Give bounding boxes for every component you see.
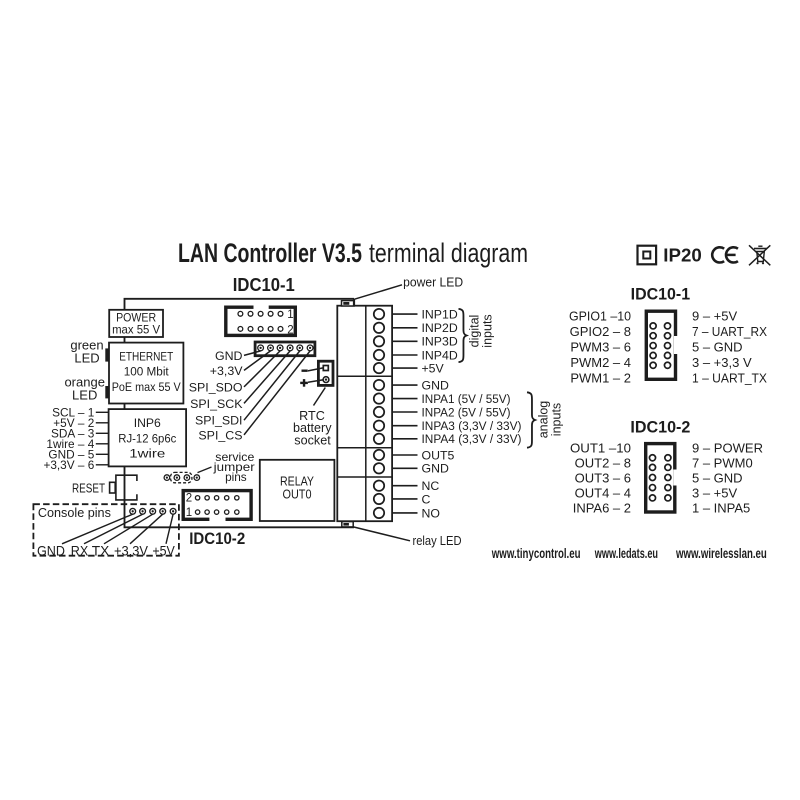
svg-text:SPI_SDO: SPI_SDO	[189, 380, 243, 394]
svg-text:IDC10-1: IDC10-1	[233, 274, 295, 295]
svg-text:1wire: 1wire	[129, 446, 165, 460]
svg-text:+3,3V: +3,3V	[210, 364, 243, 378]
svg-text:INPA4 (3,3V / 33V): INPA4 (3,3V / 33V)	[422, 432, 522, 446]
svg-text:1wire – 4: 1wire – 4	[46, 437, 94, 451]
svg-text:digital: digital	[468, 315, 482, 348]
svg-text:OUT4 – 4: OUT4 – 4	[575, 485, 631, 500]
svg-text:GND – 5: GND – 5	[48, 447, 94, 461]
svg-text:RX: RX	[71, 542, 89, 558]
svg-text:IDC10-2: IDC10-2	[189, 529, 245, 548]
svg-text:1 – UART_TX: 1 – UART_TX	[692, 371, 767, 386]
svg-text:SDA – 3: SDA – 3	[51, 426, 95, 440]
svg-text:C: C	[422, 492, 431, 506]
svg-text:POWER: POWER	[116, 311, 156, 325]
svg-text:3 – +3,3 V: 3 – +3,3 V	[692, 355, 752, 370]
svg-text:LED: LED	[72, 387, 97, 402]
svg-text:+3,3V – 6: +3,3V – 6	[43, 458, 94, 472]
svg-text:9 – +5V: 9 – +5V	[692, 309, 738, 324]
svg-text:inputs: inputs	[550, 403, 564, 436]
svg-text:GND: GND	[37, 542, 65, 558]
svg-text:LED: LED	[74, 351, 99, 366]
svg-text:RELAY: RELAY	[280, 474, 314, 488]
svg-text:INPA3 (3,3V / 33V): INPA3 (3,3V / 33V)	[422, 419, 522, 433]
svg-text:PWM1 – 2: PWM1 – 2	[570, 371, 631, 386]
svg-text:PoE max 55 V: PoE max 55 V	[112, 380, 182, 394]
svg-text:www.tinycontrol.eu: www.tinycontrol.eu	[491, 545, 580, 561]
svg-text:jumper: jumper	[213, 460, 255, 474]
svg-text:terminal diagram: terminal diagram	[369, 238, 528, 268]
svg-text:GPIO1 –10: GPIO1 –10	[569, 309, 631, 324]
svg-text:2: 2	[186, 493, 192, 505]
svg-text:www.wirelesslan.eu: www.wirelesslan.eu	[675, 545, 766, 561]
svg-text:Console pins: Console pins	[38, 505, 111, 520]
svg-text:green: green	[70, 337, 103, 352]
svg-text:INP1D: INP1D	[422, 308, 458, 322]
svg-text:+5V – 2: +5V – 2	[53, 416, 94, 430]
svg-text:7 – PWM0: 7 – PWM0	[692, 456, 753, 471]
svg-text:INPA6 – 2: INPA6 – 2	[573, 500, 631, 515]
svg-text:SPI_SCK: SPI_SCK	[190, 397, 243, 411]
svg-text:OUT0: OUT0	[283, 487, 312, 501]
svg-text:RJ-12 6p6c: RJ-12 6p6c	[118, 432, 176, 446]
svg-text:PWM2 – 4: PWM2 – 4	[570, 355, 631, 370]
svg-text:INP4D: INP4D	[422, 348, 458, 362]
svg-text:orange: orange	[64, 375, 104, 390]
svg-text:1: 1	[287, 309, 293, 321]
svg-text:pins: pins	[225, 470, 247, 484]
svg-text:GND: GND	[422, 379, 449, 393]
svg-text:ETHERNET: ETHERNET	[119, 349, 173, 363]
svg-text:RTC: RTC	[299, 409, 325, 423]
svg-text:IDC10-1: IDC10-1	[631, 284, 691, 303]
svg-text:+5V: +5V	[422, 362, 445, 376]
svg-text:LAN Controller V3.5: LAN Controller V3.5	[178, 238, 362, 268]
svg-text:INPA2 (5V / 55V): INPA2 (5V / 55V)	[422, 405, 511, 419]
svg-text:inputs: inputs	[481, 314, 495, 347]
svg-text:RESET: RESET	[72, 481, 105, 496]
svg-text:SPI_CS: SPI_CS	[198, 428, 242, 442]
svg-text:INP2D: INP2D	[422, 321, 458, 335]
svg-text:GND: GND	[215, 349, 243, 363]
svg-text:NC: NC	[422, 479, 440, 493]
svg-text:3 – +5V: 3 – +5V	[692, 485, 738, 500]
svg-text:INP3D: INP3D	[422, 335, 458, 349]
svg-text:9 – POWER: 9 – POWER	[692, 441, 763, 456]
svg-text:IDC10-2: IDC10-2	[630, 417, 690, 436]
svg-text:5 – GND: 5 – GND	[692, 471, 743, 486]
svg-text:GND: GND	[422, 462, 449, 476]
svg-text:OUT3 – 6: OUT3 – 6	[575, 471, 631, 486]
svg-text:analog: analog	[537, 401, 551, 439]
svg-text:GPIO2 – 8: GPIO2 – 8	[570, 324, 631, 339]
svg-text:TX: TX	[92, 542, 110, 558]
svg-text:OUT5: OUT5	[422, 448, 455, 462]
svg-text:INP6: INP6	[134, 416, 161, 430]
svg-text:7 – UART_RX: 7 – UART_RX	[692, 324, 767, 339]
svg-text:5 – GND: 5 – GND	[692, 340, 743, 355]
svg-text:socket: socket	[294, 433, 331, 447]
svg-text:battery: battery	[293, 421, 332, 435]
svg-text:SPI_SDI: SPI_SDI	[195, 414, 243, 428]
svg-text:+3,3V: +3,3V	[114, 542, 149, 558]
svg-text:SCL – 1: SCL – 1	[52, 405, 94, 419]
svg-text:INPA1 (5V / 55V): INPA1 (5V / 55V)	[422, 392, 511, 406]
svg-text:OUT1 –10: OUT1 –10	[570, 441, 631, 456]
svg-text:service: service	[215, 450, 254, 464]
svg-text:max 55 V: max 55 V	[112, 323, 161, 337]
svg-text:NO: NO	[422, 506, 440, 520]
svg-text:power LED: power LED	[403, 275, 463, 289]
svg-text:IP20: IP20	[663, 245, 701, 266]
svg-text:PWM3 – 6: PWM3 – 6	[570, 340, 631, 355]
svg-text:1 – INPA5: 1 – INPA5	[692, 500, 750, 515]
svg-text:2: 2	[287, 324, 293, 336]
svg-text:www.ledats.eu: www.ledats.eu	[594, 545, 658, 561]
svg-text:100 Mbit: 100 Mbit	[124, 365, 170, 379]
svg-text:1: 1	[186, 507, 192, 519]
svg-text:+5V: +5V	[152, 542, 175, 558]
svg-text:OUT2 – 8: OUT2 – 8	[575, 456, 631, 471]
svg-text:relay LED: relay LED	[413, 534, 462, 548]
